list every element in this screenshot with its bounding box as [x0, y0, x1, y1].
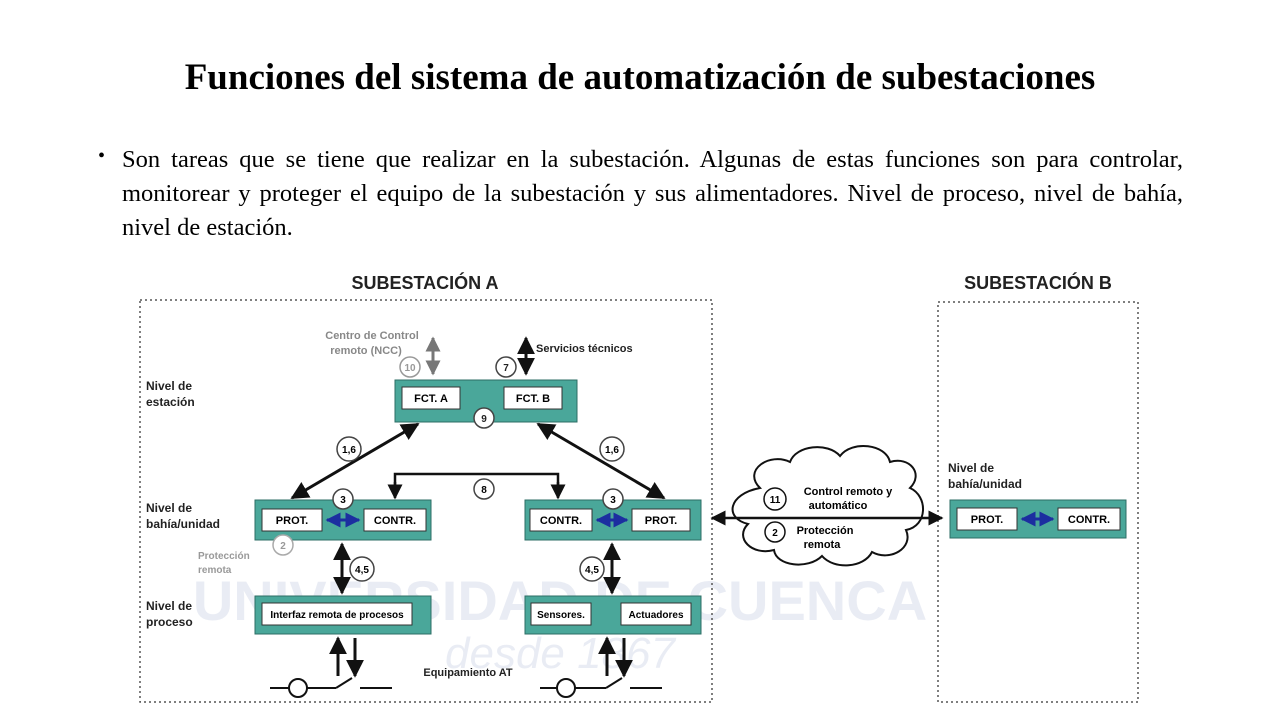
diagram-label: 10 [404, 363, 416, 374]
level-bay-line1: Nivel de [146, 501, 192, 515]
cloud-control-line1: Control remoto y [804, 486, 893, 498]
substation-a-title: SUBESTACIÓN A [351, 272, 498, 293]
diagram-label: 11 [770, 495, 781, 506]
badge-45-left [349, 556, 375, 582]
diagram-label: 4,5 [355, 565, 369, 576]
bay-left-prot-box [261, 508, 323, 532]
level-station-line1: Nivel de [146, 379, 192, 393]
badge-16-left [336, 436, 362, 462]
badge-2-cloud [764, 521, 786, 543]
diagram-label: Sensores. [537, 610, 585, 621]
switchgear-left-icon [270, 677, 392, 698]
cloud-control-line2: automático [809, 500, 868, 512]
badge-45-right [579, 556, 605, 582]
diagram-label: 7 [503, 363, 509, 374]
badge-16-right [599, 436, 625, 462]
sensors-box [530, 602, 592, 626]
bullet-item: • Son tareas que se tiene que realizar e… [98, 143, 1183, 245]
diagram-label: 3 [340, 495, 346, 506]
diagram-label: 8 [481, 485, 487, 496]
level-process-line1: Nivel de [146, 599, 192, 613]
remote-protection-left-line2: remota [198, 565, 232, 576]
diagram-label: 9 [481, 414, 487, 425]
fct-a-label: FCT. A [414, 393, 448, 405]
level-bay-line2: bahía/unidad [146, 517, 220, 531]
ncc-label-line1: Centro de Control [325, 330, 419, 342]
bullet-dot-icon: • [98, 145, 106, 167]
station-to-bay-left-arrow [290, 422, 420, 500]
substation-a-frame [139, 299, 713, 703]
diagram-label: 3 [610, 495, 616, 506]
actuators-box [620, 602, 692, 626]
cloud-protection-line2: remota [804, 539, 842, 551]
cloud-protection-line1: Protección [797, 525, 854, 537]
remote-protection-left-line1: Protección [198, 551, 250, 562]
diagram-label: PROT. [971, 514, 1003, 526]
bay-left-contr-box [363, 508, 427, 532]
badge-10 [399, 356, 421, 378]
diagram-label: PROT. [645, 515, 677, 527]
bay-right-prot-box [631, 508, 691, 532]
level-process-line2: proceso [146, 615, 193, 629]
fct-b-label: FCT. B [516, 393, 550, 405]
diagram-label: 2 [280, 541, 286, 552]
bullet-text: Son tareas que se tiene que realizar en … [122, 146, 1183, 241]
badge-7 [495, 356, 517, 378]
badge-11 [763, 487, 787, 511]
level-bay-b-line1: Nivel de [948, 461, 994, 475]
diagram-label: 2 [772, 528, 778, 539]
badge-2-left [272, 534, 294, 556]
diagram-label: CONTR. [540, 515, 582, 527]
tech-services-label: Servicios técnicos [536, 343, 633, 355]
badge-9 [473, 407, 495, 429]
badge-8 [473, 478, 495, 500]
remote-process-interface-box [261, 602, 413, 626]
station-to-bay-right-arrow [536, 422, 666, 500]
diagram-label: 1,6 [605, 445, 619, 456]
switchgear-right-icon [540, 677, 662, 698]
bay-right-contr-box [529, 508, 593, 532]
watermark-line2: desde 1867 [445, 629, 677, 678]
substation-b-frame [937, 301, 1139, 703]
fct-a-box [401, 386, 461, 410]
substation-b-title: SUBESTACIÓN B [964, 272, 1112, 293]
badge-3-right [602, 488, 624, 510]
badge-3-left [332, 488, 354, 510]
level-bay-b-line2: bahía/unidad [948, 477, 1022, 491]
diagram-label: Actuadores [628, 610, 683, 621]
equipment-label: Equipamiento AT [423, 667, 513, 679]
level-station-line2: estación [146, 395, 195, 409]
fct-b-box [503, 386, 563, 410]
slide-title: Funciones del sistema de automatización … [184, 57, 1096, 98]
diagram-label: 1,6 [342, 445, 356, 456]
diagram-label: 4,5 [585, 565, 599, 576]
diagram-label: Interfaz remota de procesos [270, 610, 404, 621]
ncc-label-line2: remoto (NCC) [330, 345, 402, 357]
diagram-label: CONTR. [1068, 514, 1110, 526]
bay-b-prot-box [956, 507, 1018, 531]
diagram-label: CONTR. [374, 515, 416, 527]
diagram-label: PROT. [276, 515, 308, 527]
bay-b-contr-box [1057, 507, 1121, 531]
